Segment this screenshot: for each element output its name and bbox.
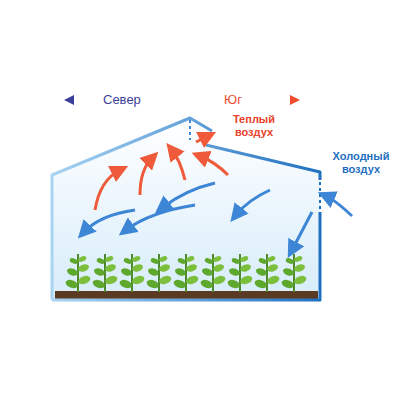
south-label: Юг	[224, 92, 254, 108]
greenhouse-frame	[52, 118, 320, 300]
plants	[64, 254, 307, 292]
north-arrowhead	[64, 95, 74, 105]
north-label: Север	[103, 92, 163, 108]
greenhouse-air	[52, 118, 320, 300]
cold-air-label: Холодный воздух	[324, 150, 398, 176]
roof-vent	[189, 120, 191, 140]
warm-air-label: Теплый воздух	[224, 113, 284, 139]
warm-air-arrows	[95, 136, 228, 210]
south-arrowhead	[290, 95, 300, 105]
cold-air-arrows	[84, 183, 352, 250]
south-arrow	[256, 99, 292, 102]
wall-vent	[319, 182, 321, 212]
